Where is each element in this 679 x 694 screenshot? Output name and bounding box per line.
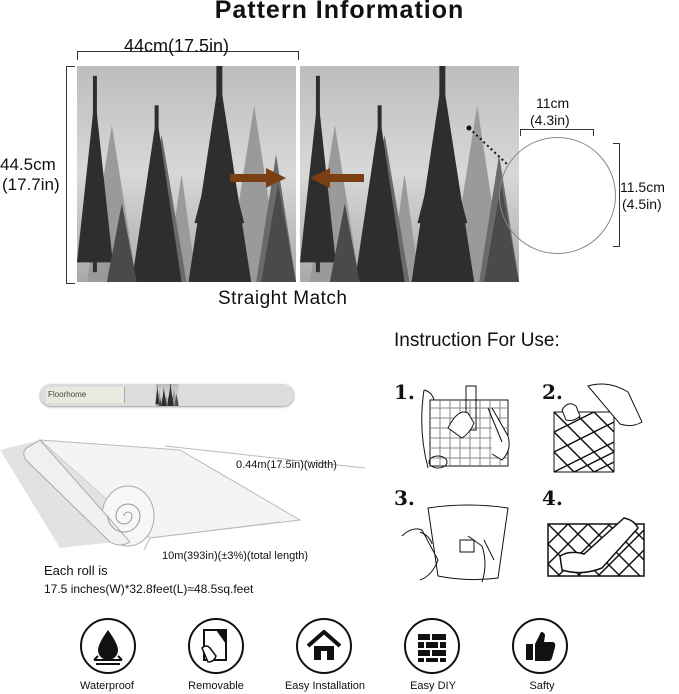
- roll-width-label: 0.44m(17.5in)(width): [236, 459, 337, 471]
- peel-sheet-icon: [201, 629, 227, 663]
- waterproof-feature: [80, 618, 136, 674]
- zoom-dotted-line: [466, 125, 509, 166]
- height-label-cm: 44.5cm: [0, 155, 56, 174]
- height-label-in: (17.7in): [2, 175, 60, 194]
- step-3-number: 3.: [394, 486, 415, 510]
- feature-label-easy-diy: Easy DIY: [410, 680, 456, 692]
- house-icon: [306, 630, 342, 660]
- step-4-number: 4.: [542, 486, 563, 510]
- zoom-width-cm: 11cm: [536, 95, 570, 111]
- each-roll-line1: Each roll is: [44, 563, 108, 578]
- zoom-width-in: (4.3in): [530, 112, 570, 128]
- removable-feature: [188, 618, 244, 674]
- width-label: 44cm(17.5in): [124, 36, 230, 56]
- safety-feature: [512, 618, 568, 674]
- zoom-circle: [499, 137, 616, 254]
- step-2-number: 2.: [542, 380, 563, 404]
- page-title: Pattern Information: [214, 0, 465, 24]
- zoom-height-in: (4.5in): [622, 196, 662, 212]
- easy-installation-feature: [296, 618, 352, 674]
- match-arrows: [230, 168, 364, 188]
- roll-length-label: 10m(393in)(±3%)(total length): [162, 550, 309, 562]
- step-1-illustration: [421, 385, 510, 469]
- step-4-illustration: [547, 517, 645, 577]
- each-roll-line2: 17.5 inches(W)*32.8feet(L)≈48.5sq.feet: [44, 582, 254, 596]
- step-2-illustration: [553, 383, 643, 473]
- brick-wall-icon: [418, 634, 446, 662]
- height-dimension-line: [66, 66, 75, 284]
- unrolled-sheet-illustration: [0, 439, 366, 550]
- step-1-number: 1.: [394, 380, 415, 404]
- match-type-label: Straight Match: [218, 288, 348, 309]
- water-drop-icon: [93, 630, 123, 665]
- feature-label-waterproof: Waterproof: [79, 680, 134, 692]
- zoom-width-line: [520, 129, 594, 136]
- feature-label-safty: Safty: [529, 680, 555, 692]
- feature-label-easy-installation: Easy Installation: [284, 680, 366, 692]
- width-dimension-line: [77, 51, 299, 60]
- zoom-height-cm: 11.5cm: [620, 179, 665, 195]
- instructions-heading: Instruction For Use:: [394, 330, 560, 351]
- feature-label-removable: Removable: [188, 680, 244, 692]
- zoom-height-line: [613, 143, 620, 247]
- brand-label: Floorhome: [48, 390, 87, 399]
- thumbs-up-icon: [526, 632, 556, 661]
- step-3-illustration: [401, 504, 509, 583]
- easy-diy-feature: [404, 618, 460, 674]
- product-roll-tube: [40, 384, 294, 406]
